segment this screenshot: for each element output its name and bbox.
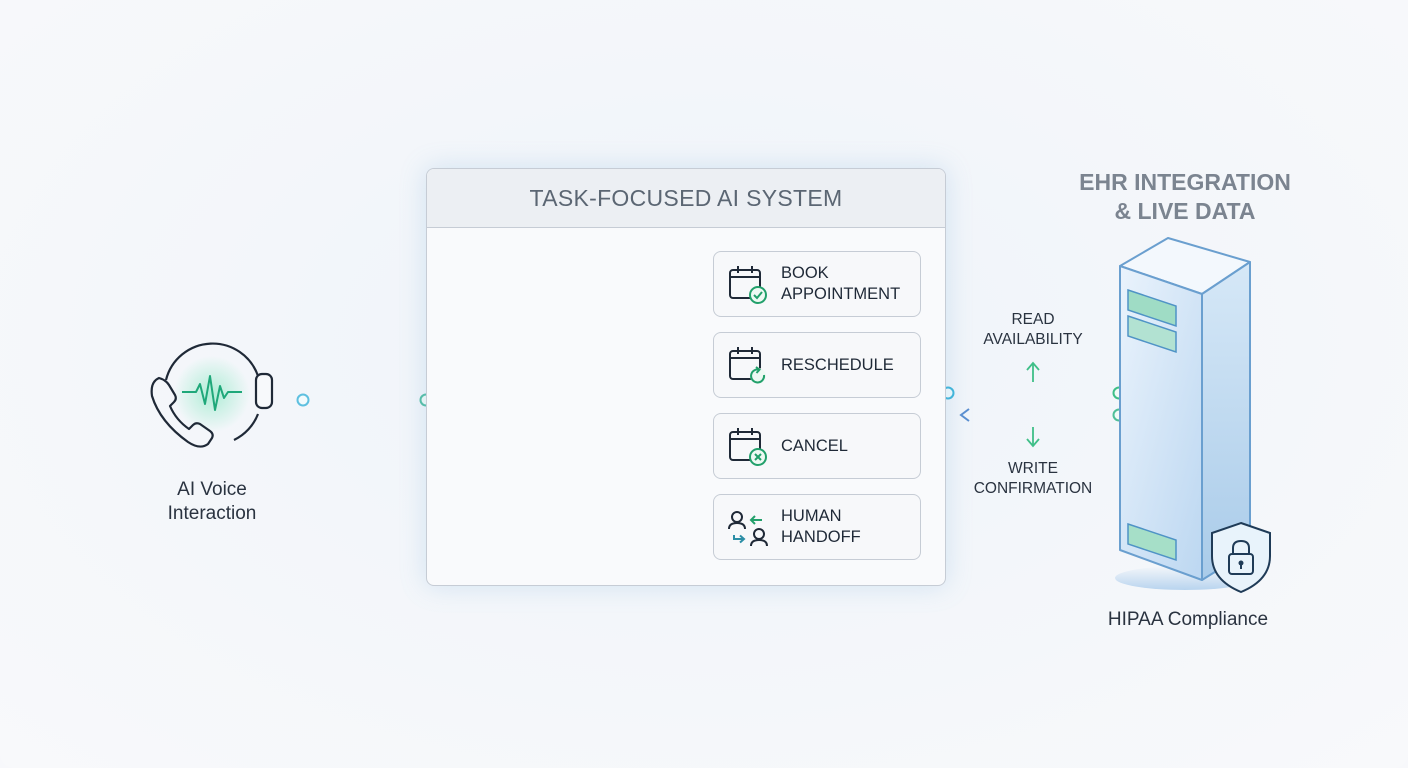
user-transfer-icon [728,511,768,547]
calendar-check-icon [729,266,767,304]
read-availability-label: READ AVAILABILITY [983,311,1083,348]
voice-label: AI Voice Interaction [167,479,257,524]
write-confirmation-label: WRITE CONFIRMATION [973,460,1093,497]
task-reschedule[interactable]: RESCHEDULE [713,332,921,398]
task-label: RESCHEDULE [781,355,894,374]
ai-system-panel: TASK-FOCUSED AI SYSTEM BOOK APPOINTMENT [426,168,946,586]
task-label: HUMAN HANDOFF [781,507,861,546]
task-cancel[interactable]: CANCEL [713,413,921,479]
hipaa-compliance-label: HIPAA Compliance [1107,609,1269,630]
voice-connector-node [296,393,310,407]
task-human-handoff[interactable]: HUMAN HANDOFF [713,494,921,560]
shield-lock-icon [1211,521,1271,594]
headset-phone-icon [150,342,274,448]
calendar-refresh-icon [729,347,766,384]
write-down-arrow [1026,427,1040,448]
task-label: CANCEL [781,436,848,455]
task-book-appointment[interactable]: BOOK APPOINTMENT [713,251,921,317]
system-title: TASK-FOCUSED AI SYSTEM [427,169,945,228]
calendar-cancel-icon [729,428,767,466]
task-label: BOOK APPOINTMENT [781,264,901,303]
write-connector-arrowhead [959,408,970,422]
read-up-arrow [1026,361,1040,382]
ehr-title: EHR INTEGRATION & LIVE DATA [1079,169,1291,224]
